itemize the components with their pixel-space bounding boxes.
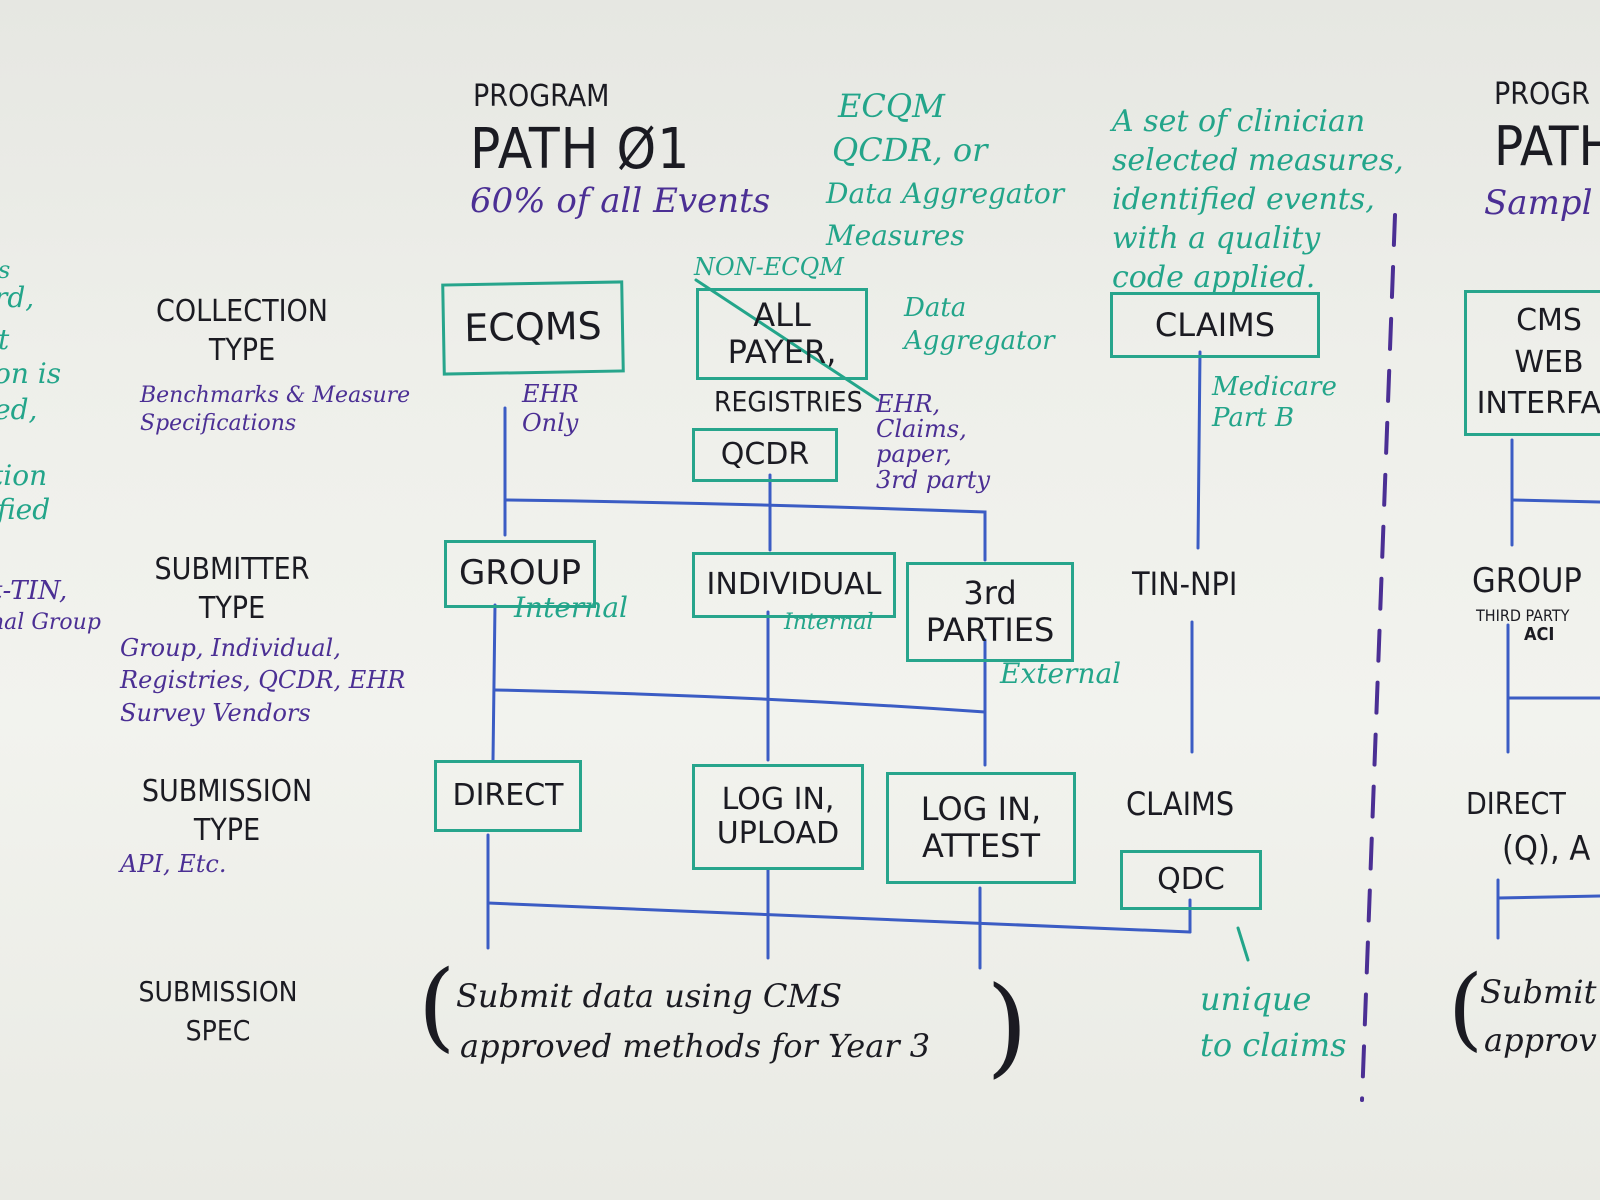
right-path-subtitle: Sampl [1484,183,1593,223]
individual-internal-note: Internal [784,610,874,635]
right-submission-note: (Q), A [1502,829,1591,869]
right-spec-open-paren: ( [1448,956,1484,1061]
ecqms-box: ECQMS [441,280,625,376]
unique-pointer-line [1236,926,1250,962]
right-bus-line-1 [1510,498,1600,504]
program-label: PROGRAM [473,79,610,114]
right-spec-line: approv [1484,1021,1597,1059]
edge-fragment: t-TIN, [0,576,68,606]
edge-fragment: s [0,258,10,282]
row-note-collection: Benchmarks & Measure Specifications [140,383,411,436]
spec-line: Submit data using CMS [456,977,842,1015]
right-path-title: PATH [1494,115,1600,178]
path-subtitle: 60% of all Events [470,181,771,221]
right-program-label: PROGR [1494,77,1590,112]
direct-box: DIRECT [434,760,582,832]
row-label-collection: COLLECTION TYPE [156,294,328,368]
claims-definition: A set of clinician selected measures, id… [1112,104,1404,295]
third-parties-box: 3rd PARTIES [906,562,1074,662]
measures-note-line: Measures [826,219,965,252]
edge-fragment: on is [0,357,62,390]
spec-close-paren: ) [986,964,1029,1089]
medicare-note: Medicare Part B [1212,372,1337,434]
aci-note: ACI [1524,624,1555,645]
non-ecqm-note: NON-ECQM [694,253,844,281]
row-label-submitter: SUBMITTER TYPE [154,552,310,626]
row-label-spec: SUBMISSION SPEC [138,975,298,1048]
measures-note-line: Data Aggregator [826,177,1065,210]
submission-bus-line [486,901,1192,934]
measures-note-line: QCDR, or [832,131,988,169]
claims-submission-label: CLAIMS [1126,785,1235,823]
spec-line: approved methods for Year 3 [460,1027,931,1065]
qcdr-box: QCDR [692,428,838,482]
group-drop-line [491,603,497,762]
strike-through-line [694,278,880,402]
row-label-submission: SUBMISSION TYPE [141,774,313,848]
submitter-bus-line [493,688,987,714]
claims-drop-line [1196,350,1202,550]
right-bus-line-3 [1496,894,1600,900]
collection-bus-line [503,498,987,562]
claims-collection-box: CLAIMS [1110,292,1320,358]
right-spec-line: Submit [1480,973,1597,1011]
login-upload-box: LOG IN, UPLOAD [692,764,864,870]
registries-label: REGISTRIES [714,385,863,418]
edge-fragment: ified [0,493,51,526]
edge-fragment: rd, [0,281,35,314]
right-group-label: GROUP [1472,561,1582,601]
measures-note-line: ECQM [838,87,945,125]
row-note-submitter: Group, Individual, Registries, QCDR, EHR… [120,634,406,727]
edge-fragment: t [0,326,9,354]
ehr-only-note: EHR Only [522,380,579,437]
data-aggregator-note: Data Aggregator [904,293,1055,356]
unique-note: unique to claims [1200,980,1347,1065]
individual-box: INDIVIDUAL [692,552,896,618]
path-divider-dashed-line [1360,213,1397,1102]
row-note-submission: API, Etc. [120,850,227,878]
login-attest-box: LOG IN, ATTEST [886,772,1076,884]
edge-fragment: tion [0,459,48,492]
qdc-box: QDC [1120,850,1262,910]
third-external-note: External [1000,657,1122,690]
right-direct-label: DIRECT [1466,787,1566,822]
sources-note: EHR, Claims, paper, 3rd party [876,390,991,494]
spec-open-paren: ( [418,950,456,1062]
third-party-note: THIRD PARTY [1476,606,1570,625]
tin-npi-label: TIN-NPI [1132,565,1238,603]
group-internal-note: Internal [514,591,628,624]
edge-fragment: nal Group [0,610,101,635]
all-payer-box: ALL PAYER, [696,288,868,380]
cms-web-interface-box: CMS WEB INTERFAC [1464,290,1600,436]
edge-fragment: ed, [0,393,38,426]
path-title: PATH Ø1 [470,117,691,182]
group-box: GROUP [444,540,596,608]
